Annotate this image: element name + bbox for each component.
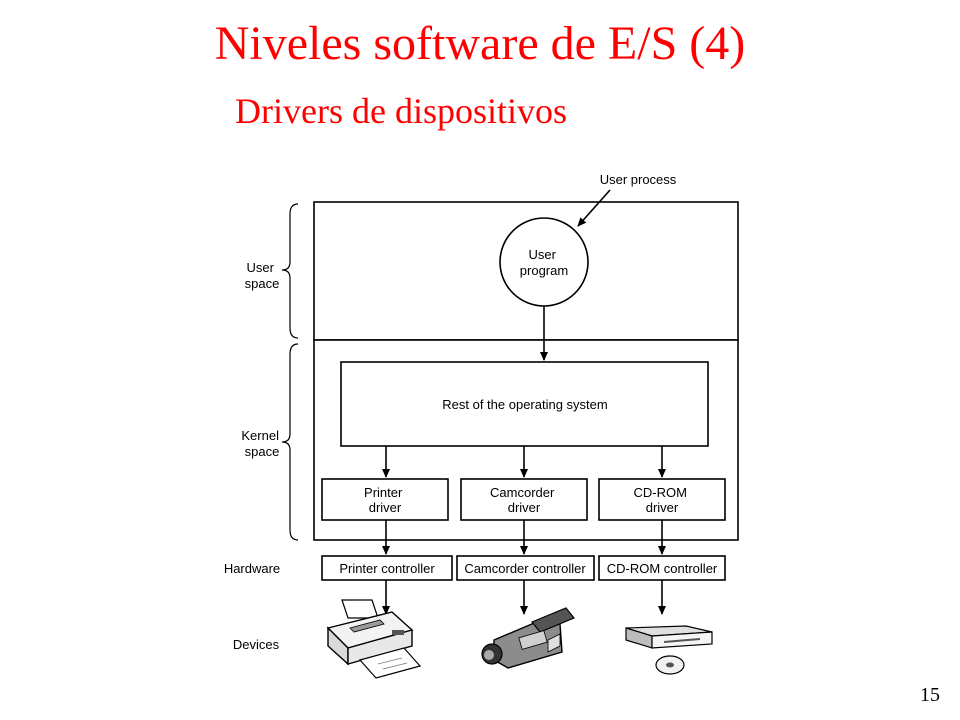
camcorder-driver-label: Camcorder driver (490, 485, 558, 515)
slide-subtitle: Drivers de dispositivos (235, 91, 567, 131)
user-process-label: User process (600, 172, 677, 187)
user-program-label: User program (520, 247, 568, 278)
devices-label: Devices (233, 637, 280, 652)
cdrom-driver-label: CD-ROM driver (633, 485, 690, 515)
camcorder-icon (481, 607, 575, 669)
user-space-label: User space (245, 260, 280, 291)
user-program-circle (499, 217, 589, 307)
camcorder-controller-box (456, 555, 595, 581)
printer-icon (326, 599, 422, 679)
cdrom-driver-box (598, 478, 726, 521)
hardware-label: Hardware (224, 561, 280, 576)
cdrom-controller-box (598, 555, 726, 581)
user-space-brace (281, 203, 299, 339)
camcorder-controller-label: Camcorder controller (464, 561, 586, 576)
os-box (340, 361, 709, 447)
os-label: Rest of the operating system (442, 397, 607, 412)
cd-rom-drive-icon (625, 625, 713, 675)
cdrom-controller-label: CD-ROM controller (607, 561, 718, 576)
printer-controller-label: Printer controller (339, 561, 435, 576)
kernel-space-label: Kernel space (241, 428, 282, 459)
camcorder-driver-box (460, 478, 588, 521)
printer-driver-label: Printer driver (364, 485, 406, 515)
slide-title: Niveles software de E/S (4) (214, 17, 746, 70)
user-process-arrow (577, 189, 611, 227)
printer-driver-box (321, 478, 449, 521)
page-number: 15 (920, 684, 940, 706)
kernel-space-brace (281, 343, 299, 541)
printer-controller-box (321, 555, 453, 581)
